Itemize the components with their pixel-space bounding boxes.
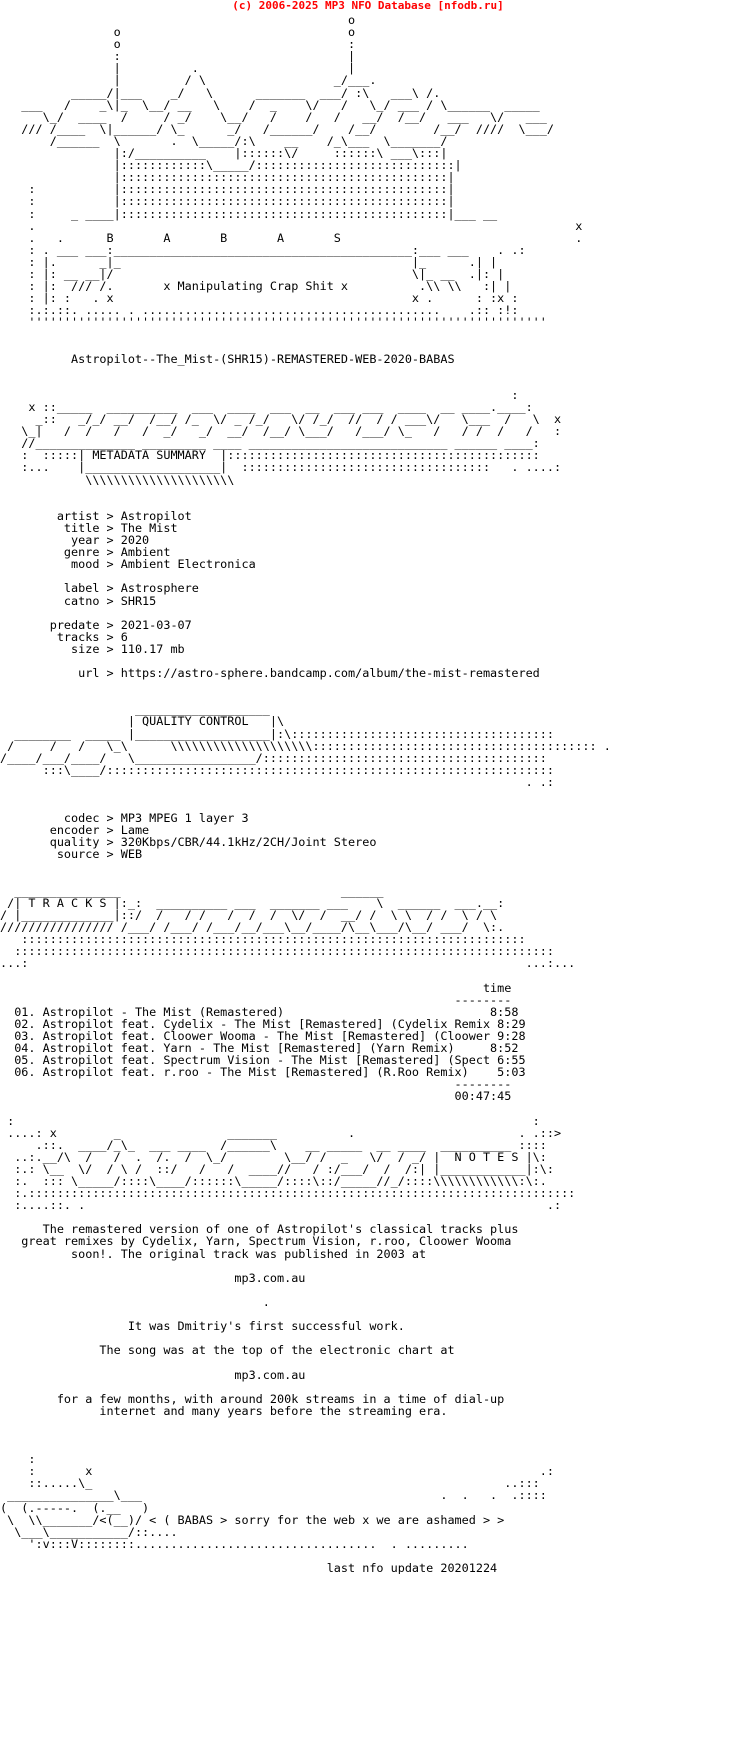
nfo-ascii-document: o o o o : : | | .: [0, 14, 611, 1575]
copyright-header: (c) 2006-2025 MP3 NFO Database [nfodb.ru…: [232, 0, 504, 12]
